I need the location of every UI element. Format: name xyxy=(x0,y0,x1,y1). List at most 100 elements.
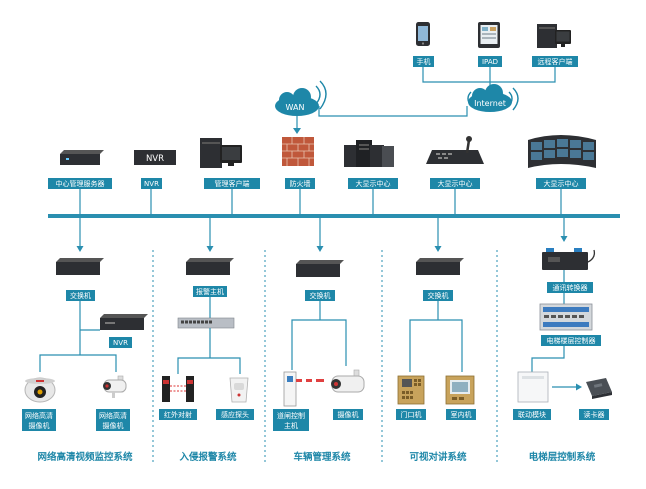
svg-text:主机: 主机 xyxy=(284,421,298,430)
svg-text:中心管理服务器: 中心管理服务器 xyxy=(56,179,105,188)
door-station-icon xyxy=(397,375,425,405)
svg-text:报警主机: 报警主机 xyxy=(196,287,224,296)
intrusion-system-title: 入侵报警系统 xyxy=(178,451,237,463)
barrier-label: 道闸控制 主机 xyxy=(273,409,309,431)
phone-icon xyxy=(416,22,430,46)
big-display-label-3: 大显示中心 xyxy=(536,178,586,189)
switch-icon xyxy=(416,258,464,275)
alarm-host-label: 报警主机 xyxy=(193,286,227,297)
svg-text:远程客户端: 远程客户端 xyxy=(538,57,573,66)
internet-cloud-icon: Internet xyxy=(467,84,519,112)
svg-text:门口机: 门口机 xyxy=(401,410,422,419)
ir-beam-label: 红外对射 xyxy=(159,409,197,420)
svg-text:感应探头: 感应探头 xyxy=(221,410,249,419)
bullet-camera-icon xyxy=(103,375,127,398)
door-unit-label: 门口机 xyxy=(396,409,426,420)
cctv-nvr-label: NVR xyxy=(109,337,132,348)
cctv-camera1-label: 网络高清 摄像机 xyxy=(22,409,56,431)
mgmt-client-label: 管理客户端 xyxy=(204,178,260,189)
svg-text:管理客户端: 管理客户端 xyxy=(215,179,250,188)
svg-text:大显示中心: 大显示中心 xyxy=(356,179,391,188)
sensor-label: 感应探头 xyxy=(216,409,254,420)
svg-text:摄像机: 摄像机 xyxy=(29,421,50,430)
server-icon xyxy=(60,150,104,165)
svg-text:道闸控制: 道闸控制 xyxy=(277,411,305,420)
bullet-camera-icon xyxy=(331,369,365,393)
firewall-label: 防火墙 xyxy=(285,178,315,189)
cctv-camera2-label: 网络高清 摄像机 xyxy=(96,409,130,431)
ipad-label: IPAD xyxy=(478,56,502,67)
indoor-monitor-icon xyxy=(445,375,475,405)
firewall-icon xyxy=(282,137,314,166)
video-wall-icon xyxy=(528,135,596,168)
elevator-controller-icon xyxy=(539,303,593,331)
svg-text:交换机: 交换机 xyxy=(310,291,331,300)
elevator-system-title: 电梯层控制系统 xyxy=(529,451,596,463)
desktop-computer-icon xyxy=(200,138,242,168)
ipad-icon xyxy=(478,22,500,48)
intercom-switch-label: 交换机 xyxy=(423,290,453,301)
linkage-module-icon xyxy=(517,371,549,403)
svg-text:室内机: 室内机 xyxy=(451,410,472,419)
dome-camera-icon xyxy=(24,377,56,403)
motion-sensor-icon xyxy=(229,377,249,403)
big-display-label-2: 大显示中心 xyxy=(430,178,480,189)
indoor-unit-label: 室内机 xyxy=(446,409,476,420)
linkage-label: 联动模块 xyxy=(513,409,551,420)
card-reader-icon xyxy=(586,378,612,399)
network-switch-icon xyxy=(177,317,235,329)
svg-text:电梯楼层控制器: 电梯楼层控制器 xyxy=(547,336,596,345)
svg-text:NVR: NVR xyxy=(144,180,159,188)
svg-text:读卡器: 读卡器 xyxy=(584,410,605,419)
central-server-label: 中心管理服务器 xyxy=(48,178,112,189)
remote-client-label: 远程客户端 xyxy=(532,56,578,67)
svg-text:IPAD: IPAD xyxy=(482,58,498,66)
nvr-label: NVR xyxy=(141,178,162,189)
switch-icon xyxy=(56,258,104,275)
phone-label: 手机 xyxy=(413,56,434,67)
big-display-label-1: 大显示中心 xyxy=(348,178,398,189)
vehicle-switch-label: 交换机 xyxy=(305,290,335,301)
cctv-system-title: 网络高清视频监控系统 xyxy=(37,451,133,463)
svg-text:大显示中心: 大显示中心 xyxy=(544,179,579,188)
svg-text:网络高清: 网络高清 xyxy=(99,411,127,420)
svg-text:交换机: 交换机 xyxy=(428,291,449,300)
infrared-beam-icon xyxy=(162,376,194,402)
storage-server-icon xyxy=(344,140,394,167)
alarm-host-icon xyxy=(186,258,234,275)
section-dividers xyxy=(152,250,498,465)
converter-label: 通讯转换器 xyxy=(547,282,593,293)
svg-text:防火墙: 防火墙 xyxy=(290,179,311,188)
svg-text:Internet: Internet xyxy=(474,99,506,108)
top-row-connectors xyxy=(79,189,562,216)
svg-text:手机: 手机 xyxy=(417,57,431,66)
svg-text:大显示中心: 大显示中心 xyxy=(438,179,473,188)
svg-text:交换机: 交换机 xyxy=(70,291,91,300)
cctv-switch-label: 交换机 xyxy=(66,290,95,301)
barrier-gate-icon xyxy=(283,371,324,407)
svg-text:NVR: NVR xyxy=(146,154,164,164)
control-keyboard-icon xyxy=(426,136,484,164)
controller-label: 电梯楼层控制器 xyxy=(541,335,601,346)
svg-text:联动模块: 联动模块 xyxy=(518,410,546,419)
svg-text:WAN: WAN xyxy=(286,103,305,112)
vehicle-camera-label: 摄像机 xyxy=(333,409,363,420)
svg-text:网络高清: 网络高清 xyxy=(25,411,53,420)
converter-icon xyxy=(542,248,596,270)
wan-cloud-icon: WAN xyxy=(275,80,327,116)
svg-text:红外对射: 红外对射 xyxy=(164,410,192,419)
switch-icon xyxy=(296,260,344,277)
bus-drops xyxy=(76,218,568,252)
svg-text:通讯转换器: 通讯转换器 xyxy=(553,283,588,292)
nvr-device-icon: NVR xyxy=(134,150,176,165)
svg-text:NVR: NVR xyxy=(113,339,128,347)
vehicle-system-title: 车辆管理系统 xyxy=(293,451,351,463)
network-bus xyxy=(48,214,620,218)
nvr-recorder-icon xyxy=(100,314,148,330)
reader-label: 读卡器 xyxy=(579,409,609,420)
svg-text:摄像机: 摄像机 xyxy=(338,410,359,419)
intercom-system-title: 可视对讲系统 xyxy=(409,451,467,463)
desktop-computer-icon xyxy=(537,24,571,48)
svg-text:摄像机: 摄像机 xyxy=(103,421,124,430)
